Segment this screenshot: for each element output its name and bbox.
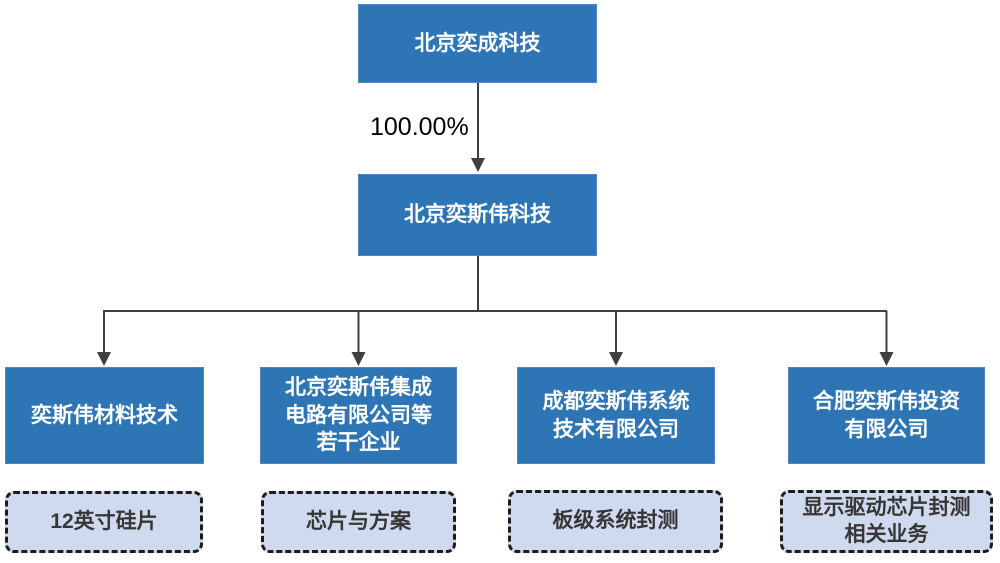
node-holding-company-label: 北京奕斯伟科技 — [404, 203, 551, 227]
node-business-1: 12英寸硅片 — [5, 491, 203, 553]
node-subsidiary-3-label: 成都奕斯伟系统 技术有限公司 — [542, 389, 690, 441]
arrowhead-3 — [609, 352, 623, 366]
node-holding-company: 北京奕斯伟科技 — [358, 174, 597, 256]
node-business-3-label: 板级系统封测 — [552, 509, 679, 533]
node-subsidiary-1-label: 奕斯伟材料技术 — [31, 403, 178, 427]
node-subsidiary-1: 奕斯伟材料技术 — [5, 367, 204, 464]
node-subsidiary-2: 北京奕斯伟集成 电路有限公司等 若干企业 — [260, 367, 457, 464]
node-business-1-label: 12英寸硅片 — [50, 509, 158, 533]
node-subsidiary-4: 合肥奕斯伟投资 有限公司 — [788, 367, 985, 464]
node-subsidiary-3: 成都奕斯伟系统 技术有限公司 — [517, 367, 715, 464]
node-subsidiary-2-label: 北京奕斯伟集成 电路有限公司等 若干企业 — [285, 375, 432, 455]
node-root-company: 北京奕成科技 — [358, 4, 597, 83]
node-business-3: 板级系统封测 — [508, 490, 723, 553]
arrowhead-1 — [97, 352, 111, 366]
arrowhead-4 — [879, 352, 894, 366]
node-root-company-label: 北京奕成科技 — [414, 31, 541, 55]
node-business-2: 芯片与方案 — [261, 491, 456, 553]
node-subsidiary-4-label: 合肥奕斯伟投资 有限公司 — [813, 389, 960, 441]
ownership-percentage-label: 100.00% — [370, 113, 469, 141]
node-business-4-label: 显示驱动芯片封测 相关业务 — [802, 495, 971, 546]
arrowhead-2 — [351, 352, 366, 366]
node-business-4: 显示驱动芯片封测 相关业务 — [780, 490, 993, 553]
node-business-2-label: 芯片与方案 — [306, 509, 411, 533]
arrowhead-holding — [471, 158, 485, 172]
